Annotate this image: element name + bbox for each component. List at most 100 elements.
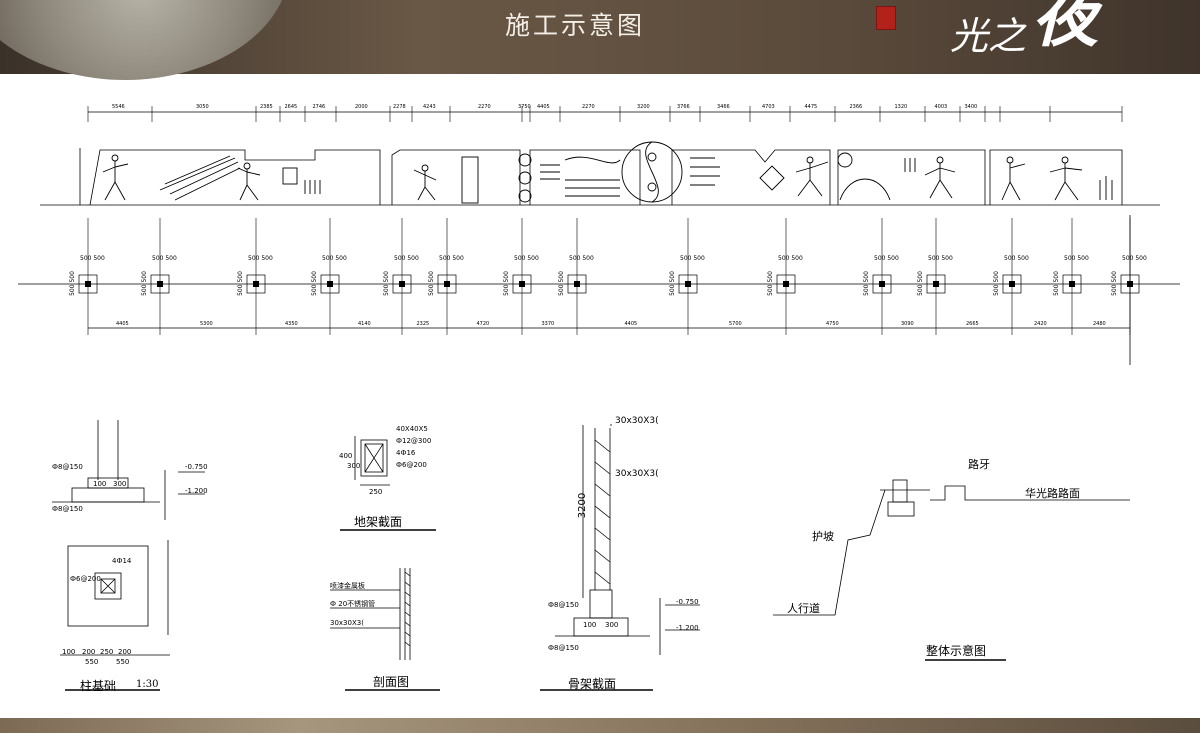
footing-pad xyxy=(567,274,587,294)
footing-pad xyxy=(776,274,796,294)
sk-label-mid: 30x30X3( xyxy=(615,469,659,479)
footing-pad xyxy=(246,274,266,294)
col-dim-300: 300 xyxy=(113,480,127,488)
column-footing-plan xyxy=(60,540,170,656)
footing-pad xyxy=(926,274,946,294)
footing-width-label: 500 500 xyxy=(322,255,347,262)
overall-title: 整体示意图 xyxy=(926,644,987,658)
footing-column xyxy=(327,281,333,287)
footing-pad xyxy=(1120,274,1140,294)
footing-column xyxy=(253,281,259,287)
footing-marker xyxy=(392,218,412,335)
elevation-dim-label: 3766 xyxy=(677,104,690,110)
footing-depth-label: 500 500 xyxy=(862,271,870,296)
footing-column xyxy=(879,281,885,287)
footing-dim-label: 2480 xyxy=(1093,321,1106,327)
footing-width-label: 500 500 xyxy=(928,255,953,262)
footing-marker xyxy=(150,218,170,335)
footing-dim-label: 2325 xyxy=(416,321,430,327)
page-title: 施工示意图 xyxy=(505,11,646,40)
footing-column xyxy=(1069,281,1075,287)
footing-marker xyxy=(78,218,98,335)
col-dim-200b: 200 xyxy=(118,648,132,656)
ov-curb: 路牙 xyxy=(968,458,990,471)
wall-decoration xyxy=(102,141,1113,204)
brand-text-2: 夜 xyxy=(1032,0,1099,56)
footing-column xyxy=(1009,281,1015,287)
footing-depth-label: 500 500 xyxy=(766,271,774,296)
footing-width-label: 500 500 xyxy=(1004,255,1029,262)
footing-marker xyxy=(678,218,698,335)
footing-depth-label: 500 500 xyxy=(382,271,390,296)
footing-dim-label: 5700 xyxy=(729,321,742,327)
sk-dim-100: 100 xyxy=(583,621,597,629)
footer-strip xyxy=(0,718,1200,733)
footing-column xyxy=(157,281,163,287)
footing-dim-label: 2420 xyxy=(1034,321,1047,327)
skeleton-title: 骨架截面 xyxy=(568,677,617,691)
elevation-dim-label: 2278 xyxy=(393,104,406,110)
gf-steel: 40X40X5 xyxy=(396,425,428,433)
gf-rebar-a: Ф12@300 xyxy=(396,437,432,445)
footing-dim-label: 4405 xyxy=(624,321,638,327)
footing-marker xyxy=(320,218,340,335)
sk-level-2: -1.200 xyxy=(676,624,699,632)
sec-note-top: 喷漆金属板 xyxy=(330,582,365,590)
sk-level-1: -0.750 xyxy=(676,598,699,606)
sk-rebar-2: Ф8@150 xyxy=(548,644,579,652)
gf-rebar-b: 4Ф16 xyxy=(396,449,416,457)
footing-pad xyxy=(678,274,698,294)
sk-dim-300: 300 xyxy=(605,621,619,629)
footing-dim-label: 5300 xyxy=(200,321,213,327)
footing-width-label: 500 500 xyxy=(394,255,419,262)
footing-width-label: 500 500 xyxy=(680,255,705,262)
col-rebar-plan-1: 4Ф14 xyxy=(112,557,132,565)
footing-dim-label: 4350 xyxy=(285,321,298,327)
gf-rebar-c: Ф6@200 xyxy=(396,461,427,469)
sk-height: 3200 xyxy=(577,492,589,519)
column-footing-section xyxy=(52,420,205,520)
elevation-dim-label: 3200 xyxy=(637,104,650,110)
sec-note-2: 30x30X3( xyxy=(330,619,364,627)
gf-dim-250: 250 xyxy=(369,488,383,496)
col-dim-200: 200 xyxy=(82,648,96,656)
col-level-1: -0.750 xyxy=(185,463,208,471)
elevation-dim-label: 2385 xyxy=(260,104,273,110)
footing-column xyxy=(519,281,525,287)
overall-drawing xyxy=(773,479,1130,616)
footing-dim-label: 4750 xyxy=(826,321,839,327)
footing-marker xyxy=(1062,218,1082,335)
sk-rebar-1: Ф8@150 xyxy=(548,601,579,609)
footing-depth-label: 500 500 xyxy=(916,271,924,296)
elevation-dim-label: 2000 xyxy=(355,104,368,110)
footing-depth-label: 500 500 xyxy=(68,271,76,296)
footing-depth-label: 500 500 xyxy=(1052,271,1060,296)
col-dim-100: 100 xyxy=(93,480,107,488)
footing-width-label: 500 500 xyxy=(152,255,177,262)
footing-marker xyxy=(926,218,946,335)
footing-dim-label: 4140 xyxy=(358,321,371,327)
footing-column xyxy=(399,281,405,287)
ov-slope: 护坡 xyxy=(812,530,834,543)
elevation-dim-label: 3400 xyxy=(964,104,978,110)
elevation-dim-label: 2270 xyxy=(582,104,595,110)
footing-marker xyxy=(437,218,457,335)
section-drawing xyxy=(330,568,411,660)
footing-pad xyxy=(437,274,457,294)
footing-column xyxy=(783,281,789,287)
col-rebar-plan-2: Ф6@200 xyxy=(70,575,101,583)
footing-depth-label: 500 500 xyxy=(1110,271,1118,296)
footing-depth-label: 500 500 xyxy=(236,271,244,296)
footing-width-label: 500 500 xyxy=(514,255,539,262)
col-dim-550a: 550 xyxy=(85,658,99,666)
col-dim-250: 250 xyxy=(100,648,114,656)
col-level-2: -1.200 xyxy=(185,487,208,495)
footing-depth-label: 500 500 xyxy=(140,271,148,296)
footing-pad xyxy=(512,274,532,294)
footing-depth-label: 500 500 xyxy=(992,271,1000,296)
elevation-dim-label: 3466 xyxy=(717,104,730,110)
footing-column xyxy=(444,281,450,287)
footing-pad xyxy=(320,274,340,294)
col-rebar-1: Ф8@150 xyxy=(52,463,83,471)
